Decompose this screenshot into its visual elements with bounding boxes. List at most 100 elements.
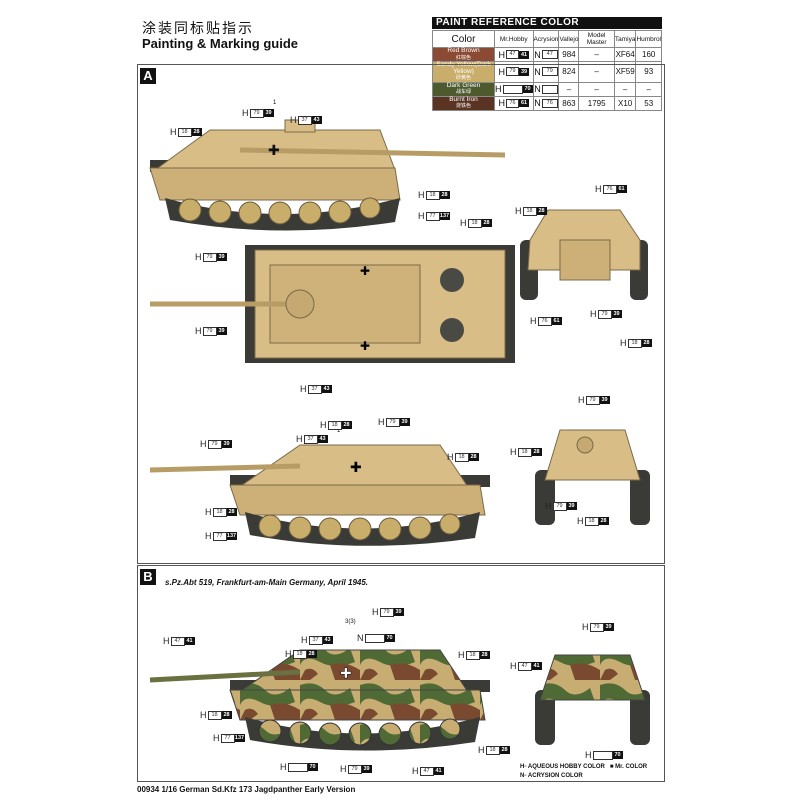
- decal-number: 1: [273, 100, 277, 106]
- cell-model_master: 1795: [578, 95, 615, 111]
- decal-number: 3(3): [345, 619, 356, 625]
- cell-humbrol: 53: [635, 95, 662, 111]
- title-chinese: 涂装同标贴指示: [142, 20, 254, 36]
- svg-text:✚: ✚: [340, 665, 352, 681]
- cell-vallejo: 863: [558, 95, 580, 111]
- tank-front-view: [535, 429, 650, 525]
- svg-text:✚: ✚: [360, 339, 370, 353]
- legend-acrysion: ACRYSION COLOR: [527, 773, 583, 779]
- decal-number: 1: [337, 428, 341, 434]
- section-a: A: [137, 64, 665, 564]
- footer: 00934 1/16 German Sd.Kfz 173 Jagdpanther…: [137, 785, 356, 794]
- legend-h-prefix: H: [520, 764, 525, 770]
- legend-n-prefix: N: [520, 773, 525, 779]
- section-b-caption: s.Pz.Abt 519, Frankfurt-am-Main Germany,…: [165, 578, 369, 587]
- paint-table-title: PAINT REFERENCE COLOR: [432, 17, 662, 29]
- page-title: Painting & Marking guide: [142, 36, 299, 51]
- tank-side-view-a1: ✚: [149, 119, 506, 231]
- cell-humbrol: 160: [635, 47, 662, 62]
- svg-text:✚: ✚: [360, 264, 370, 278]
- tank-top-view: ✚✚: [150, 245, 515, 363]
- color-code: N: [534, 84, 558, 94]
- tank-front-view-b: [535, 654, 650, 745]
- tank-side-view-b: ✚: [149, 649, 490, 751]
- section-b-badge: B: [140, 569, 156, 585]
- legend: H▫ AQUEOUS HOBBY COLOR ■ Mr. COLOR N▫ AC…: [520, 764, 648, 779]
- legend-aqueous: AQUEOUS HOBBY COLOR: [527, 764, 605, 770]
